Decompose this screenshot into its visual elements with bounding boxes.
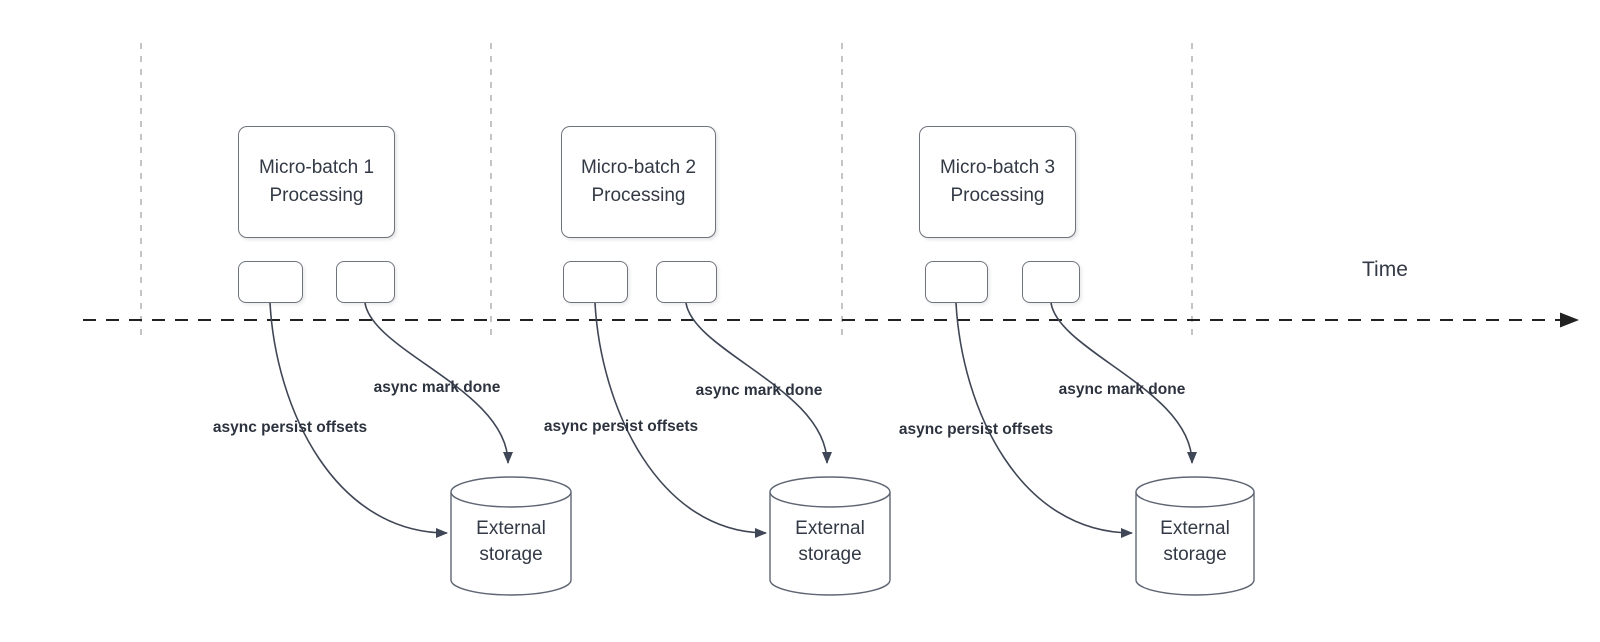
- mark-done-label-2: async mark done: [695, 382, 823, 399]
- persist-offsets-curve-2: [594, 302, 767, 538]
- external-storage-label-3: External storage: [1160, 518, 1230, 565]
- external-storage-label-1: External storage: [476, 518, 546, 565]
- micro-batch-2-box-label: Micro-batch 2 Processing: [580, 157, 697, 206]
- persist-offsets-curve-1: [269, 302, 448, 538]
- async-op-box-3-mark-done: [1022, 261, 1080, 303]
- time-label: Time: [1362, 258, 1408, 281]
- mark-done-curve-1: [364, 302, 513, 464]
- mark-done-curve-3: [1050, 302, 1197, 464]
- async-op-box-1-persist: [238, 261, 303, 303]
- micro-batch-3-box-label: Micro-batch 3 Processing: [939, 157, 1056, 206]
- persist-offsets-label-2: async persist offsets: [543, 418, 699, 435]
- external-storage-cylinder-3: [1135, 476, 1255, 596]
- async-op-box-3-persist: [925, 261, 988, 303]
- external-storage-cylinder-1: [450, 476, 572, 596]
- mark-done-label-3: async mark done: [1058, 381, 1186, 398]
- mark-done-curve-2: [685, 302, 832, 464]
- persist-offsets-label-3: async persist offsets: [898, 421, 1054, 438]
- async-op-box-2-mark-done: [656, 261, 717, 303]
- micro-batch-1-box: Micro-batch 1 Processing: [238, 126, 395, 238]
- micro-batch-3-box: Micro-batch 3 Processing: [919, 126, 1076, 238]
- async-op-box-2-persist: [563, 261, 628, 303]
- mark-done-label-1: async mark done: [373, 379, 501, 396]
- micro-batch-1-box-label: Micro-batch 1 Processing: [258, 157, 375, 206]
- persist-offsets-label-1: async persist offsets: [212, 419, 368, 436]
- micro-batch-2-box: Micro-batch 2 Processing: [561, 126, 716, 238]
- external-storage-label-2: External storage: [795, 518, 865, 565]
- persist-offsets-curve-3: [955, 302, 1133, 538]
- time-axis-arrowhead-icon: [1560, 312, 1579, 328]
- async-op-box-1-mark-done: [336, 261, 395, 303]
- external-storage-cylinder-2: [769, 476, 891, 596]
